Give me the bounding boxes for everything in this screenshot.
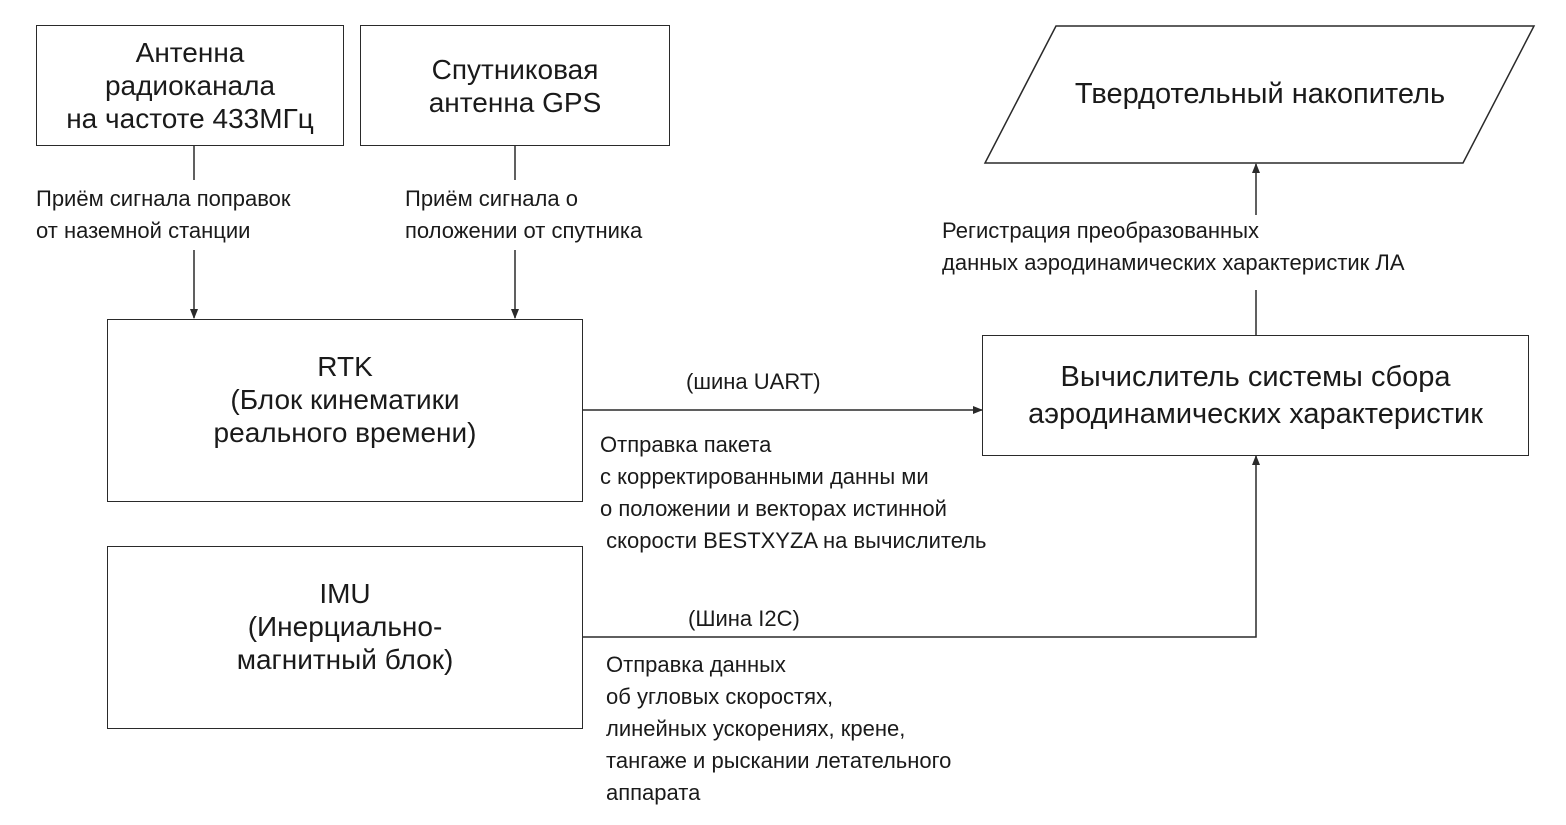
ssd-block: Твердотельный накопитель [1000, 26, 1520, 163]
rtk-send-label: Отправка пакета с корректированными данн… [600, 429, 987, 557]
label-line: тангаже и рыскании летательного [606, 748, 952, 773]
label-line: об угловых скоростях, [606, 684, 834, 709]
label-line: аппарата [606, 780, 701, 805]
i2c-bus-label: (Шина I2C) [688, 603, 800, 635]
gps-antenna-line: антенна GPS [428, 86, 602, 118]
label-line: линейных ускорениях, крене, [606, 716, 906, 741]
radio-antenna-line: Антенна [135, 37, 245, 68]
gps-antenna-block: Спутниковая антенна GPS [360, 25, 670, 146]
label-line: скорости BESTXYZA на вычислитель [600, 528, 987, 553]
rtk-line: реального времени) [213, 417, 477, 448]
label-line: Приём сигнала о [405, 186, 578, 211]
imu-block: IMU (Инерциально- магнитный блок) [107, 546, 583, 729]
computer-line: аэродинамических характеристик [1028, 397, 1483, 430]
label-line: данных аэродинамических характеристик ЛА [942, 250, 1405, 275]
imu-line: (Инерциально- [247, 611, 443, 642]
imu-send-label: Отправка данных об угловых скоростях, ли… [606, 649, 951, 809]
label-line: Регистрация преобразованных [942, 218, 1260, 243]
label-line: о положении и векторах истинной [600, 496, 947, 521]
ssd-parallelogram [983, 25, 1536, 164]
rtk-block: RTK (Блок кинематики реального времени) [107, 319, 583, 502]
uart-bus-label: (шина UART) [686, 366, 821, 398]
label-line: Приём сигнала поправок [36, 186, 291, 211]
radio-antenna-block: Антенна радиоканала на частоте 433МГц [36, 25, 344, 146]
label-line: (Шина I2C) [688, 606, 800, 631]
registration-label: Регистрация преобразованных данных аэрод… [942, 215, 1405, 279]
rtk-line: (Блок кинематики [230, 384, 460, 415]
imu-line: магнитный блок) [236, 644, 454, 675]
computer-block: Вычислитель системы сбора аэродинамическ… [982, 335, 1529, 456]
gps-antenna-line: Спутниковая [431, 53, 599, 85]
label-line: с корректированными данны ми [600, 464, 929, 489]
gps-receive-label: Приём сигнала о положении от спутника [405, 183, 642, 247]
label-line: (шина UART) [686, 369, 821, 394]
imu-line: IMU [319, 578, 371, 609]
ssd-label: Твердотельный накопитель [1074, 78, 1446, 110]
radio-receive-label: Приём сигнала поправок от наземной станц… [36, 183, 291, 247]
label-line: Отправка данных [606, 652, 786, 677]
radio-antenna-line: на частоте 433МГц [66, 103, 314, 134]
computer-line: Вычислитель системы сбора [1060, 360, 1451, 393]
label-line: от наземной станции [36, 218, 251, 243]
rtk-line: RTK [317, 351, 373, 382]
radio-antenna-line: радиоканала [104, 70, 276, 101]
label-line: Отправка пакета [600, 432, 772, 457]
arrow-imu-to-computer [583, 455, 1260, 638]
label-line: положении от спутника [405, 218, 643, 243]
